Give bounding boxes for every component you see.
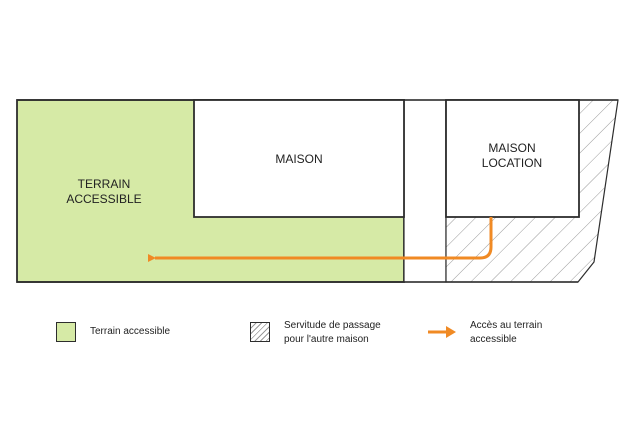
maison-location-label-line2: LOCATION bbox=[482, 156, 542, 170]
driveway-strip bbox=[403, 99, 447, 283]
terrain-label-line1: TERRAIN bbox=[78, 177, 131, 191]
maison-building bbox=[193, 99, 405, 218]
terrain-label-line2: ACCESSIBLE bbox=[66, 192, 141, 206]
legend-acces-arrow-icon bbox=[428, 326, 456, 338]
maison-location-building bbox=[445, 99, 580, 218]
legend-terrain-swatch bbox=[56, 322, 76, 342]
legend-servitude-swatch bbox=[250, 322, 270, 342]
legend-servitude: Servitude de passage pour l'autre maison bbox=[250, 320, 381, 347]
maison-label: MAISON bbox=[275, 152, 322, 166]
maison-location-label-line1: MAISON bbox=[488, 141, 535, 155]
legend-terrain: Terrain accessible bbox=[56, 322, 170, 342]
access-arrow bbox=[148, 217, 493, 262]
legend-terrain-text: Terrain accessible bbox=[90, 326, 171, 337]
legend-acces-text: Accès au terrain accessible bbox=[470, 320, 543, 345]
legend-servitude-text: Servitude de passage pour l'autre maison bbox=[284, 320, 381, 345]
legend-acces: Accès au terrain accessible bbox=[428, 320, 543, 347]
